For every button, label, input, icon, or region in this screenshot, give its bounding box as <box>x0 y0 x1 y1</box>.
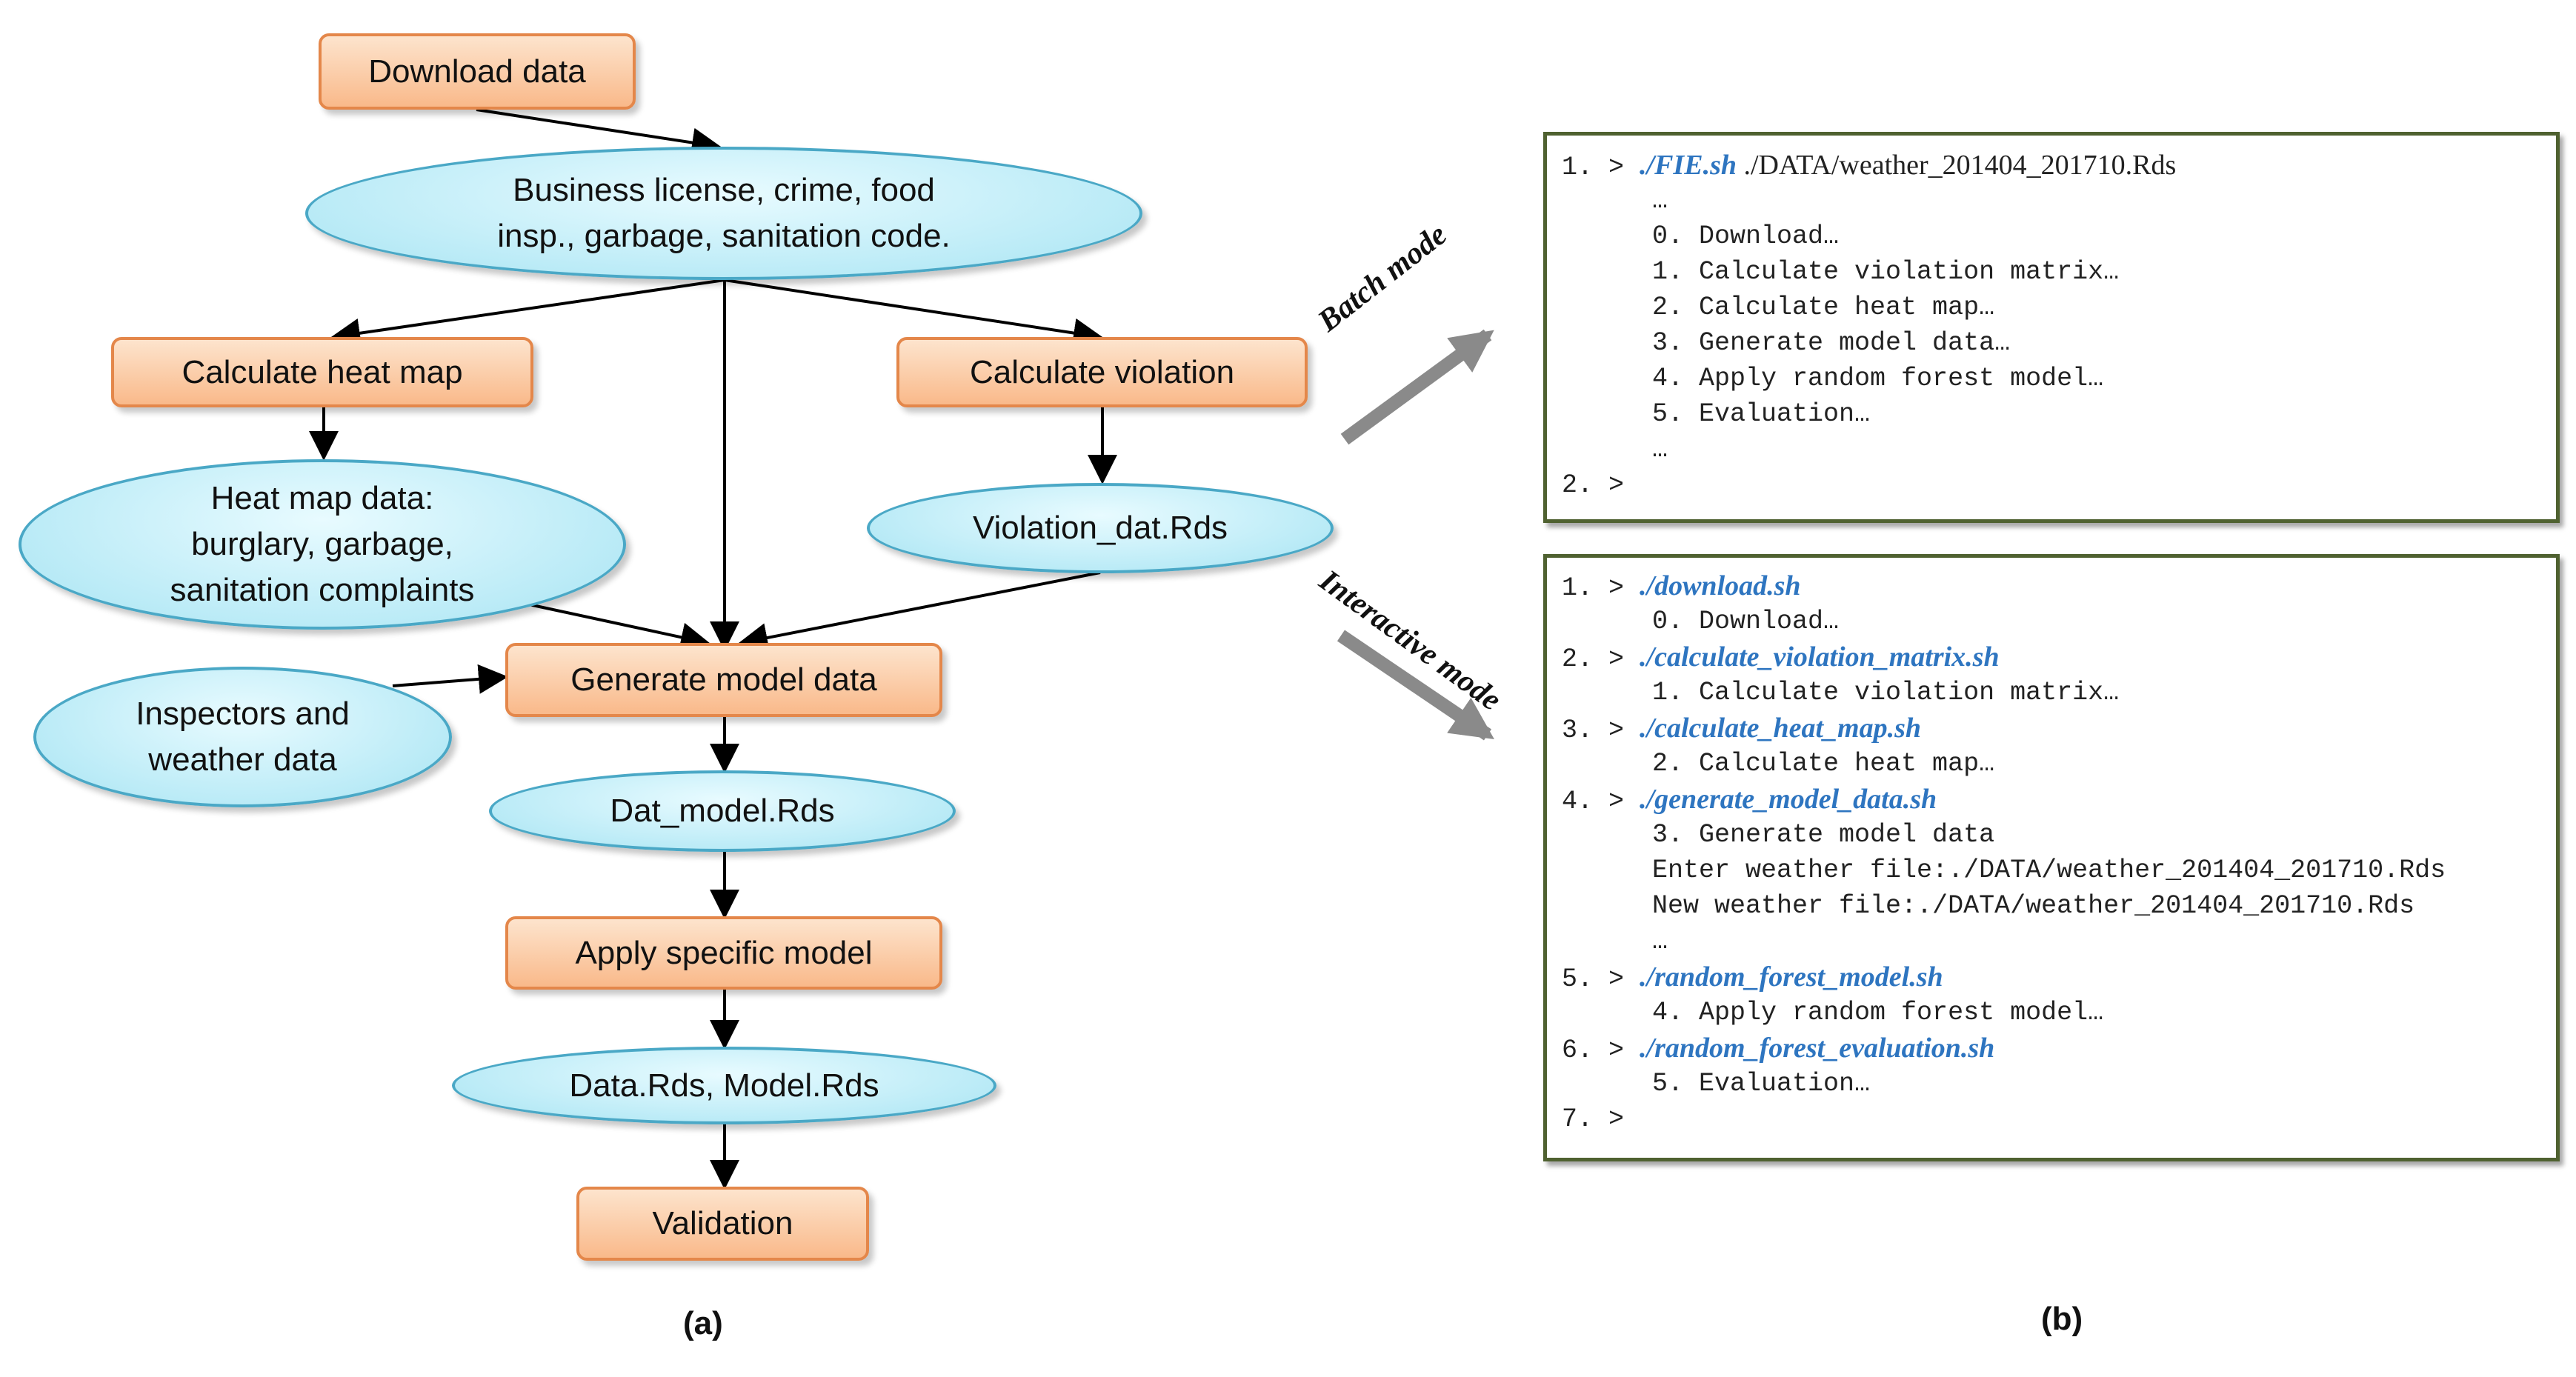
output-forest: 4. Apply random forest model… <box>1652 998 2104 1027</box>
batch-line-1: 1. > ./FIE.sh ./DATA/weather_201404_2017… <box>1562 150 2176 182</box>
random-forest-model-command: ./random_forest_model.sh <box>1640 961 1943 993</box>
generate-model-data-box: Generate model data <box>505 643 942 717</box>
interactive-line-4: 4. > ./generate_model_data.sh <box>1562 784 1937 816</box>
calculate-violation-command: ./calculate_violation_matrix.sh <box>1640 641 2000 673</box>
prompt-6: 6. > <box>1562 1036 1640 1065</box>
output-violation: 1. Calculate violation matrix… <box>1652 678 2120 707</box>
interactive-mode-arrow <box>1337 630 1494 741</box>
prompt-7: 7. > <box>1562 1104 1625 1134</box>
batch-mode-arrow <box>1340 329 1494 445</box>
fie-command: ./FIE.sh <box>1640 150 1737 181</box>
heat-map-data-label: Heat map data: burglary, garbage, sanita… <box>170 480 475 608</box>
prompt-4: 4. > <box>1562 787 1640 816</box>
output-generate: 3. Generate model data <box>1652 820 1995 850</box>
batch-output-violation: 1. Calculate violation matrix… <box>1652 257 2120 287</box>
random-forest-evaluation-command: ./random_forest_evaluation.sh <box>1640 1033 1995 1064</box>
dat-model-label: Dat_model.Rds <box>610 793 835 829</box>
prompt-3: 3. > <box>1562 716 1640 745</box>
sources-ellipse: Business license, crime, food insp., gar… <box>305 147 1142 280</box>
panel-label-a: (a) <box>683 1305 723 1341</box>
violation-dat-label: Violation_dat.Rds <box>972 510 1228 546</box>
batch-output-generate: 3. Generate model data… <box>1652 328 2011 358</box>
calculate-heat-map-command: ./calculate_heat_map.sh <box>1640 713 1922 744</box>
calculate-heat-map-box: Calculate heat map <box>111 337 533 407</box>
sources-label: Business license, crime, food insp., gar… <box>497 172 951 254</box>
download-data-label: Download data <box>368 53 586 90</box>
apply-specific-model-label: Apply specific model <box>575 934 873 971</box>
download-data-box: Download data <box>319 33 636 110</box>
download-command: ./download.sh <box>1640 570 1801 601</box>
output-ellipsis: … <box>1652 927 1668 956</box>
arrow-sources-to-heatmap <box>330 279 725 348</box>
arrow-inspectors-to-generate <box>392 664 508 694</box>
validation-box: Validation <box>576 1187 869 1261</box>
generate-model-data-label: Generate model data <box>570 661 877 698</box>
interactive-line-5: 5. > ./random_forest_model.sh <box>1562 962 1943 994</box>
prompt-2: 2. > <box>1562 644 1640 674</box>
batch-output-ellipsis-1: … <box>1652 186 1668 216</box>
batch-output-forest: 4. Apply random forest model… <box>1652 364 2104 393</box>
calculate-heat-map-label: Calculate heat map <box>182 353 463 390</box>
batch-prompt-1: 1. > <box>1562 153 1640 182</box>
output-download: 0. Download… <box>1652 607 1840 636</box>
output-enter-weather: Enter weather file:./DATA/weather_201404… <box>1652 856 2446 885</box>
heat-map-data-ellipse: Heat map data: burglary, garbage, sanita… <box>19 459 626 630</box>
dat-model-ellipse: Dat_model.Rds <box>489 770 956 852</box>
inspectors-weather-ellipse: Inspectors and weather data <box>33 667 452 807</box>
batch-output-ellipsis-2: … <box>1652 435 1668 464</box>
generate-model-data-command: ./generate_model_data.sh <box>1640 784 1937 815</box>
interactive-line-2: 2. > ./calculate_violation_matrix.sh <box>1562 642 2000 674</box>
batch-output-heatmap: 2. Calculate heat map… <box>1652 293 1995 322</box>
interactive-line-3: 3. > ./calculate_heat_map.sh <box>1562 713 1921 745</box>
batch-terminal: 1. > ./FIE.sh ./DATA/weather_201404_2017… <box>1543 132 2560 523</box>
data-model-rds-label: Data.Rds, Model.Rds <box>569 1067 879 1104</box>
fie-argument: ./DATA/weather_201404_201710.Rds <box>1737 150 2177 181</box>
output-evaluation: 5. Evaluation… <box>1652 1069 1871 1098</box>
interactive-line-6: 6. > ./random_forest_evaluation.sh <box>1562 1033 1994 1065</box>
calculate-violation-box: Calculate violation <box>896 337 1308 407</box>
interactive-line-1: 1. > ./download.sh <box>1562 571 1801 603</box>
arrow-violationdat-to-generate <box>738 571 1101 653</box>
arrow-sources-to-violation <box>724 279 1103 348</box>
prompt-1: 1. > <box>1562 573 1640 603</box>
apply-specific-model-box: Apply specific model <box>505 916 942 990</box>
prompt-5: 5. > <box>1562 964 1640 994</box>
inspectors-weather-label: Inspectors and weather data <box>136 696 350 778</box>
batch-output-download: 0. Download… <box>1652 221 1840 251</box>
data-model-rds-ellipse: Data.Rds, Model.Rds <box>452 1047 996 1124</box>
batch-prompt-2: 2. > <box>1562 470 1625 500</box>
output-heatmap: 2. Calculate heat map… <box>1652 749 1995 778</box>
violation-dat-ellipse: Violation_dat.Rds <box>867 483 1334 573</box>
arrow-download-to-sources <box>476 108 722 158</box>
output-new-weather: New weather file:./DATA/weather_201404_2… <box>1652 891 2415 921</box>
panel-label-b: (b) <box>2041 1301 2083 1337</box>
interactive-terminal: 1. > ./download.sh 0. Download… 2. > ./c… <box>1543 554 2560 1161</box>
calculate-violation-label: Calculate violation <box>969 353 1235 390</box>
validation-label: Validation <box>652 1205 793 1241</box>
batch-output-evaluation: 5. Evaluation… <box>1652 399 1871 429</box>
